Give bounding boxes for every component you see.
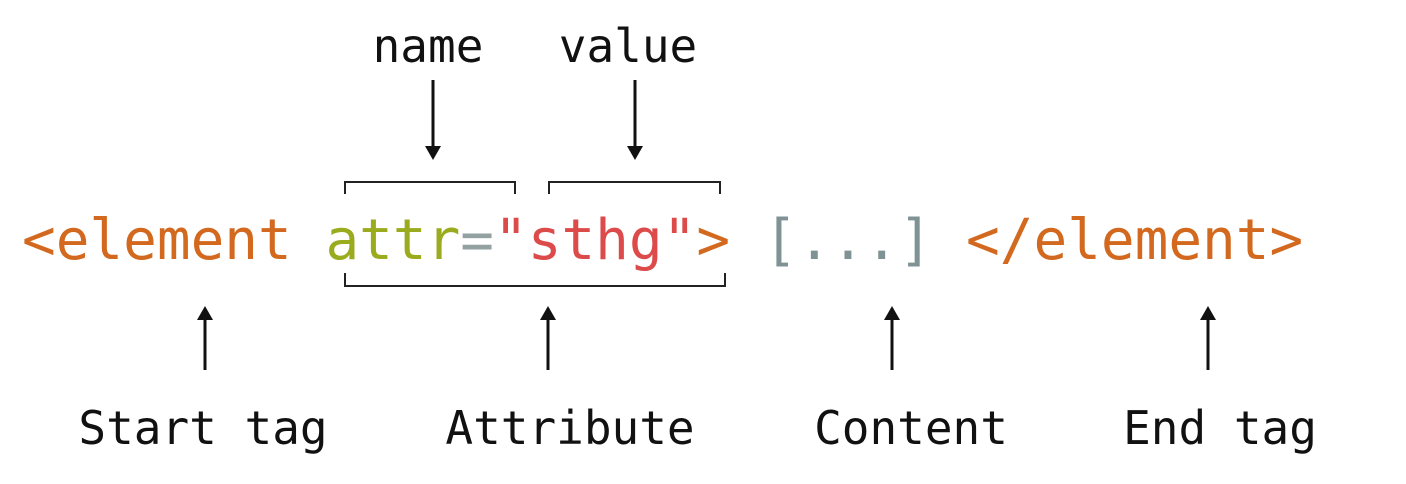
- end-tag-text: </element>: [966, 208, 1303, 273]
- content-up-arrow: [884, 306, 900, 370]
- attr-value-text: sthg: [528, 208, 663, 273]
- content-text: [...]: [764, 208, 933, 273]
- quote-open-text: ": [494, 208, 528, 273]
- attribute-up-arrow: [540, 306, 556, 370]
- attr-name-text: attr: [325, 208, 460, 273]
- content-label: Content: [814, 401, 1008, 455]
- start-tag-up-arrow: [197, 306, 213, 370]
- end-tag-label: End tag: [1123, 401, 1317, 455]
- attribute-label: Attribute: [445, 401, 694, 455]
- end-tag-up-arrow: [1200, 306, 1216, 370]
- name-label: name: [373, 19, 484, 73]
- value-bracket: [548, 181, 721, 194]
- name-down-arrow: [425, 80, 441, 160]
- start-tag-close-text: >: [696, 208, 730, 273]
- value-label: value: [559, 19, 697, 73]
- equals-text: =: [460, 208, 494, 273]
- start-tag-label: Start tag: [78, 401, 327, 455]
- name-bracket: [344, 181, 516, 194]
- start-tag-open-text: <element: [22, 208, 292, 273]
- attribute-bracket: [344, 273, 726, 287]
- code-line: <element attr="sthg"> [...] </element>: [22, 208, 1303, 273]
- quote-close-text: ": [663, 208, 697, 273]
- value-down-arrow: [627, 80, 643, 160]
